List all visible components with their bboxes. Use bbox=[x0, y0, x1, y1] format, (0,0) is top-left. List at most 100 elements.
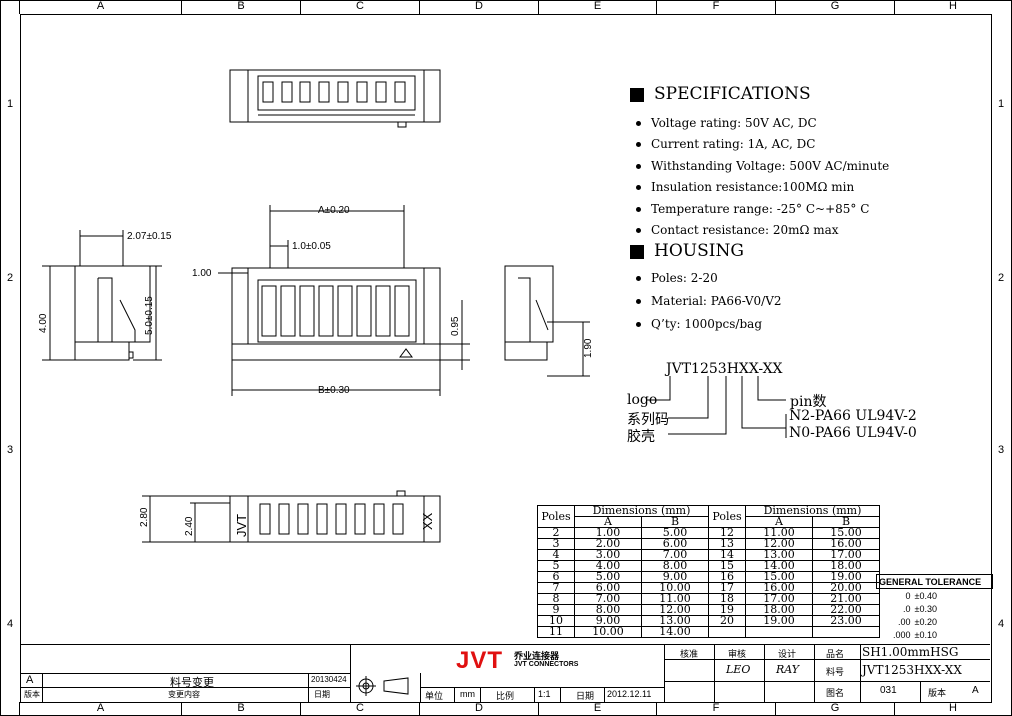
bullet-icon bbox=[636, 163, 641, 169]
rev-label: 版本 bbox=[24, 690, 40, 699]
name-label: 品名 bbox=[826, 649, 845, 659]
spec-title: SPECIFICATIONS bbox=[630, 84, 811, 104]
projection-icon bbox=[356, 676, 409, 696]
scale-value: 1:1 bbox=[538, 689, 551, 699]
tolerance-key: 0 bbox=[905, 590, 911, 601]
part-code-housing: 胶壳 bbox=[627, 429, 655, 445]
spec-item: Withstanding Voltage: 500V AC/minute bbox=[636, 156, 889, 177]
part-code-n0: N0-PA66 UL94V-0 bbox=[789, 425, 917, 441]
zone-row: 2 bbox=[7, 272, 14, 284]
spec-item: Temperature range: -25° C~+85° C bbox=[636, 199, 889, 220]
zone-row: 2 bbox=[998, 272, 1005, 284]
spec-list: Voltage rating: 50V AC, DC Current ratin… bbox=[636, 113, 889, 241]
bullet-icon bbox=[636, 206, 641, 212]
zone-row: 1 bbox=[998, 98, 1005, 110]
dim-5-0: 5.0±0.15 bbox=[144, 296, 155, 335]
zone-row: 3 bbox=[7, 444, 14, 456]
header-poles: Poles bbox=[537, 505, 575, 528]
zone-col: C bbox=[301, 0, 420, 14]
housing-item: Poles: 2-20 bbox=[636, 267, 782, 290]
cell-a: 10.00 bbox=[574, 626, 642, 638]
part-code-logo: logo bbox=[627, 392, 658, 408]
designer-signature: RAY bbox=[776, 663, 800, 676]
bullet-icon bbox=[636, 185, 641, 191]
tolerance-title: GENERAL TOLERANCE bbox=[876, 574, 993, 589]
zone-col: C bbox=[301, 702, 420, 716]
header-dims: Dimensions (mm) bbox=[745, 505, 880, 517]
zone-col: F bbox=[657, 702, 776, 716]
date-label-2: 日期 bbox=[576, 691, 595, 701]
cell-b bbox=[812, 626, 880, 638]
tolerance-value: ±0.30 bbox=[914, 603, 937, 614]
check-label: 核准 bbox=[680, 649, 699, 659]
housing-title: HOUSING bbox=[630, 241, 744, 261]
zone-col: F bbox=[657, 0, 776, 14]
dim-1-00: 1.00 bbox=[192, 268, 212, 279]
dim-1-90: 1.90 bbox=[583, 338, 594, 358]
housing-item: Q’ty: 1000pcs/bag bbox=[636, 313, 782, 336]
cell-b: 14.00 bbox=[641, 626, 709, 638]
zone-col: D bbox=[420, 702, 539, 716]
bullet-icon bbox=[636, 142, 641, 148]
company-cn: 乔业连接器 bbox=[514, 651, 560, 661]
top-view-outline bbox=[229, 69, 441, 123]
dim-4-00: 4.00 bbox=[38, 313, 49, 333]
rev-date: 20130424 bbox=[311, 675, 347, 684]
dim-pitch: 1.0±0.05 bbox=[292, 241, 331, 252]
bullet-icon bbox=[636, 322, 641, 327]
jvt-logo: JVT bbox=[456, 647, 504, 674]
tolerance-value: ±0.10 bbox=[914, 629, 937, 640]
housing-item: Material: PA66-V0/V2 bbox=[636, 290, 782, 313]
part-label: 料号 bbox=[826, 667, 845, 677]
cell-poles: 11 bbox=[537, 626, 575, 638]
housing-section: HOUSING bbox=[630, 241, 744, 261]
zone-col: D bbox=[420, 0, 539, 14]
zone-col: E bbox=[539, 0, 657, 14]
tolerance-key: .0 bbox=[902, 603, 911, 614]
cell-b: 23.00 bbox=[812, 615, 880, 627]
design-label: 设计 bbox=[778, 649, 797, 659]
spec-item: Insulation resistance:100MΩ min bbox=[636, 177, 889, 198]
specifications-section: SPECIFICATIONS bbox=[630, 84, 811, 104]
inner-border bbox=[20, 14, 992, 703]
dim-0-95: 0.95 bbox=[450, 316, 461, 336]
tolerance-value: ±0.20 bbox=[914, 616, 937, 627]
cell-a bbox=[745, 626, 813, 638]
marking-left: JVT bbox=[234, 514, 249, 537]
dim-2-80: 2.80 bbox=[139, 507, 150, 527]
review-label: 审核 bbox=[728, 649, 747, 659]
spec-item: Current rating: 1A, AC, DC bbox=[636, 134, 889, 155]
part-code: JVT1253HXX-XX bbox=[666, 361, 783, 377]
reviewer-signature: LEO bbox=[726, 663, 751, 676]
header-dims: Dimensions (mm) bbox=[574, 505, 709, 517]
scale-label: 比例 bbox=[496, 691, 515, 701]
zone-bar-top: A B C D E F G H bbox=[0, 0, 1012, 14]
dim-a: A±0.20 bbox=[318, 205, 350, 216]
general-tolerance: GENERAL TOLERANCE 0±0.40 .0±0.30 .00±0.2… bbox=[876, 574, 993, 641]
company-en: JVT CONNECTORS bbox=[514, 661, 579, 668]
part-code-n2: N2-PA66 UL94V-2 bbox=[789, 408, 917, 424]
header-poles: Poles bbox=[708, 505, 746, 528]
zone-col: B bbox=[182, 0, 301, 14]
drawing-date: 2012.12.11 bbox=[607, 689, 652, 699]
zone-row: 4 bbox=[998, 618, 1005, 630]
zone-col: A bbox=[20, 702, 182, 716]
square-bullet-icon bbox=[630, 87, 644, 102]
tolerance-key: .000 bbox=[892, 629, 911, 640]
dimensions-table: Poles Dimensions (mm) Poles Dimensions (… bbox=[537, 505, 880, 638]
part-code-series: 系列码 bbox=[627, 412, 669, 428]
side-view-right bbox=[504, 265, 554, 343]
unit-value: mm bbox=[460, 689, 475, 699]
dim-2-40: 2.40 bbox=[184, 516, 195, 536]
